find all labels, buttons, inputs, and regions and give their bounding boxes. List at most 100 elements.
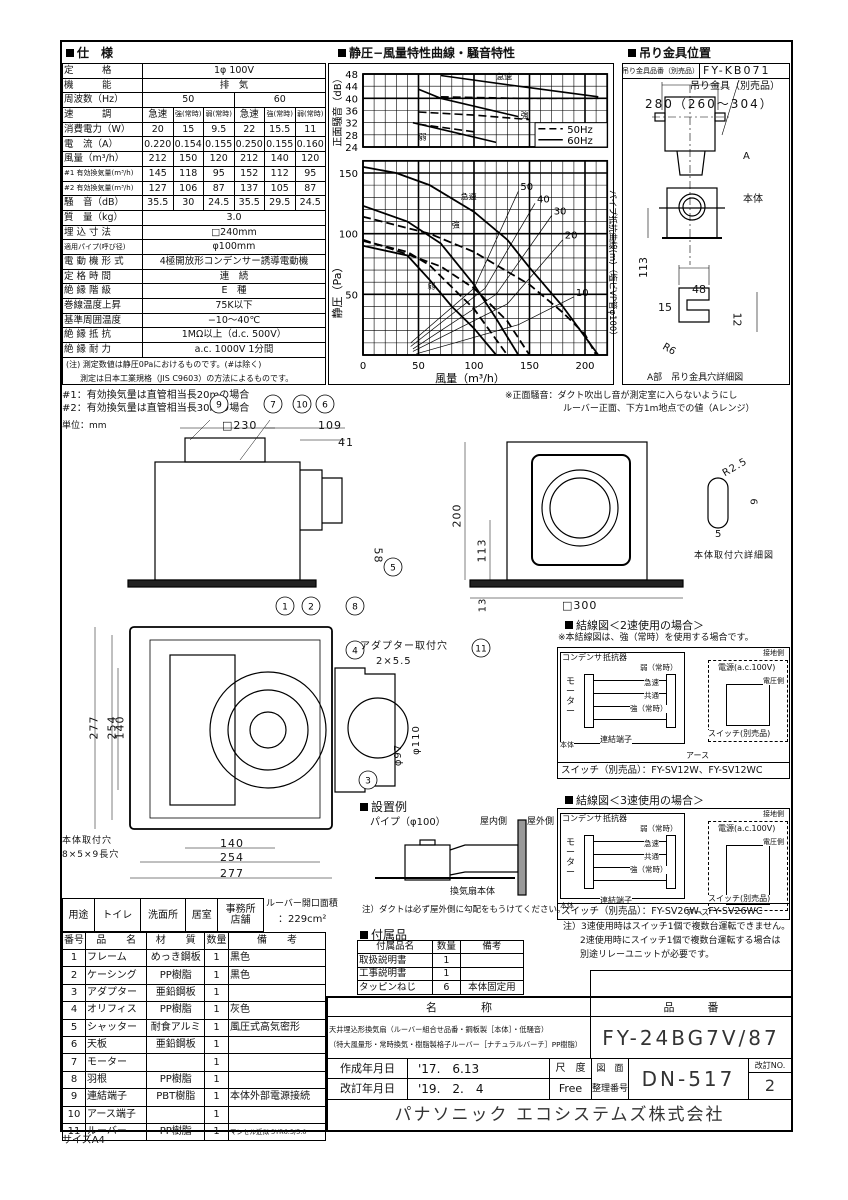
wiring3-switch-models: スイッチ（別売品）：FY-SV26W、FY-SV26WC [558,903,789,919]
hanger-a-mark: A [743,151,750,162]
pipe-curve-40 [410,203,536,347]
usage-table: 用途トイレ洗面所居室事務所 店舗 [62,898,264,932]
dim-d58: 58 [371,547,385,564]
chart-box [328,63,614,385]
pq-curve-label: 急速 [461,192,477,202]
chart-grid [362,73,609,356]
part-number: 8 [62,1070,86,1090]
hanger-dim-15: 15 [658,301,672,314]
part-qty: 1 [204,1053,229,1072]
blank-box [590,970,793,997]
part-callout-circle [471,638,491,658]
part-callout-11: 11 [475,645,486,655]
part-name: アダプター [84,983,148,1003]
dim-adapter-hole: アダプター取付穴 [360,641,448,652]
spec-value: −10〜40℃ [142,312,326,329]
hanger-dim-48: 48 [692,283,706,296]
noise-curve-label: 強 [521,110,529,120]
spec-label: 速 調 [62,107,143,123]
spec-value: 4極開放形コンデンサー誘導電動機 [142,253,326,270]
parts-header-row: 番号品 名材 質数量備 考 [62,932,327,950]
hanger-part-no: FY-KB071 [703,64,771,77]
louver-area-label: ルーバー開口面積 [266,899,338,909]
chart-note-1: ※正面騒音：ダクト吹出し音が測定室に入らないようにし [505,391,738,401]
bottom-view-adapter [334,667,396,793]
pipe-curve-50 [410,191,519,344]
side-view-adapter [300,469,323,531]
front-view-flange [469,579,684,588]
part-material: 亜鉛鋼板 [146,983,206,1003]
pq-plot-area [362,159,609,356]
part-callout-circle [301,596,321,616]
wiring2-terminal: 連結端子 [600,735,632,744]
part-number: 10 [62,1105,86,1124]
bottom-view-fan [209,671,327,789]
wiring3-motor-terminal [584,835,594,889]
part-name: モーター [84,1053,148,1072]
noise-y-tick: 44 [345,82,358,93]
performance-chart: 50Hz60Hz50403020104844403632282415010050… [330,70,618,385]
part-qty: 1 [204,983,229,1003]
part-name: 天板 [84,1035,148,1055]
side-view-flange [127,579,317,588]
wire [594,854,666,855]
dim-d9: 9 [749,497,761,505]
wire [594,693,666,694]
pipe-curve-label: 30 [554,206,567,217]
usage-cell: 洗面所 [139,898,187,932]
part-number: 9 [62,1088,86,1107]
part-material: PP樹脂 [146,1122,206,1142]
spec-value: 60 [233,92,326,109]
noise-series-弱-50Hz [418,123,475,133]
revised-label: 改訂年月日 [328,1079,408,1099]
wiring2-title: 結線図＜2速使用の場合＞ [565,617,704,633]
wiring2-body: 本体 [560,741,574,749]
part-name: ルーバー [84,1122,148,1142]
part-remarks: マンセル近似 3YR6.3/5.0 [227,1122,327,1142]
wiring2-resistor: 抵抗器 [603,653,627,662]
part-callout-3: 3 [365,777,371,787]
wiring3-weak: 弱（常時） [640,824,678,833]
usage-row: 用途トイレ洗面所居室事務所 店舗 [62,898,264,932]
part-name: 羽根 [84,1070,148,1090]
pipe-curve-10 [416,296,575,355]
pq-series-強-60Hz [362,204,520,356]
front-view-outlet [541,469,619,547]
wire [594,880,666,881]
wiring3-note-3: 別途リレーユニットが必要です。 [580,950,715,960]
unit-label: 単位：mm [62,421,107,431]
wiring3-rapid: 急速 [644,839,659,848]
parts-header: 備 考 [227,932,327,950]
part-name: アース端子 [84,1105,148,1124]
part-header: 品 番 [591,998,791,1017]
part-callout-8: 8 [352,603,358,613]
pq-curve-label: 強 [452,220,460,230]
wiring2-earth: アース [686,751,710,760]
wiring3-earth: アース [686,908,710,917]
dim-phi110: φ110 [410,725,422,755]
wiring2-weak: 弱（常時） [640,663,678,672]
pq-series-急速-50Hz [362,215,597,356]
wiring2-switch [726,684,770,726]
wiring3-terminal: 連結端子 [600,896,632,905]
wiring2-switch-dashed [708,660,788,742]
noise-y-label: 正面騒音（dB） [331,73,344,146]
scale-label: 尺 度 [550,1059,591,1079]
wiring2-motor-terminal [584,674,594,728]
wiring2-connector-terminal [666,674,676,728]
part-name: 連結端子 [84,1088,148,1107]
part-qty: 1 [204,1105,229,1124]
part-callout-9: 9 [216,401,222,411]
wiring2-strong: 強（常時） [630,704,668,713]
